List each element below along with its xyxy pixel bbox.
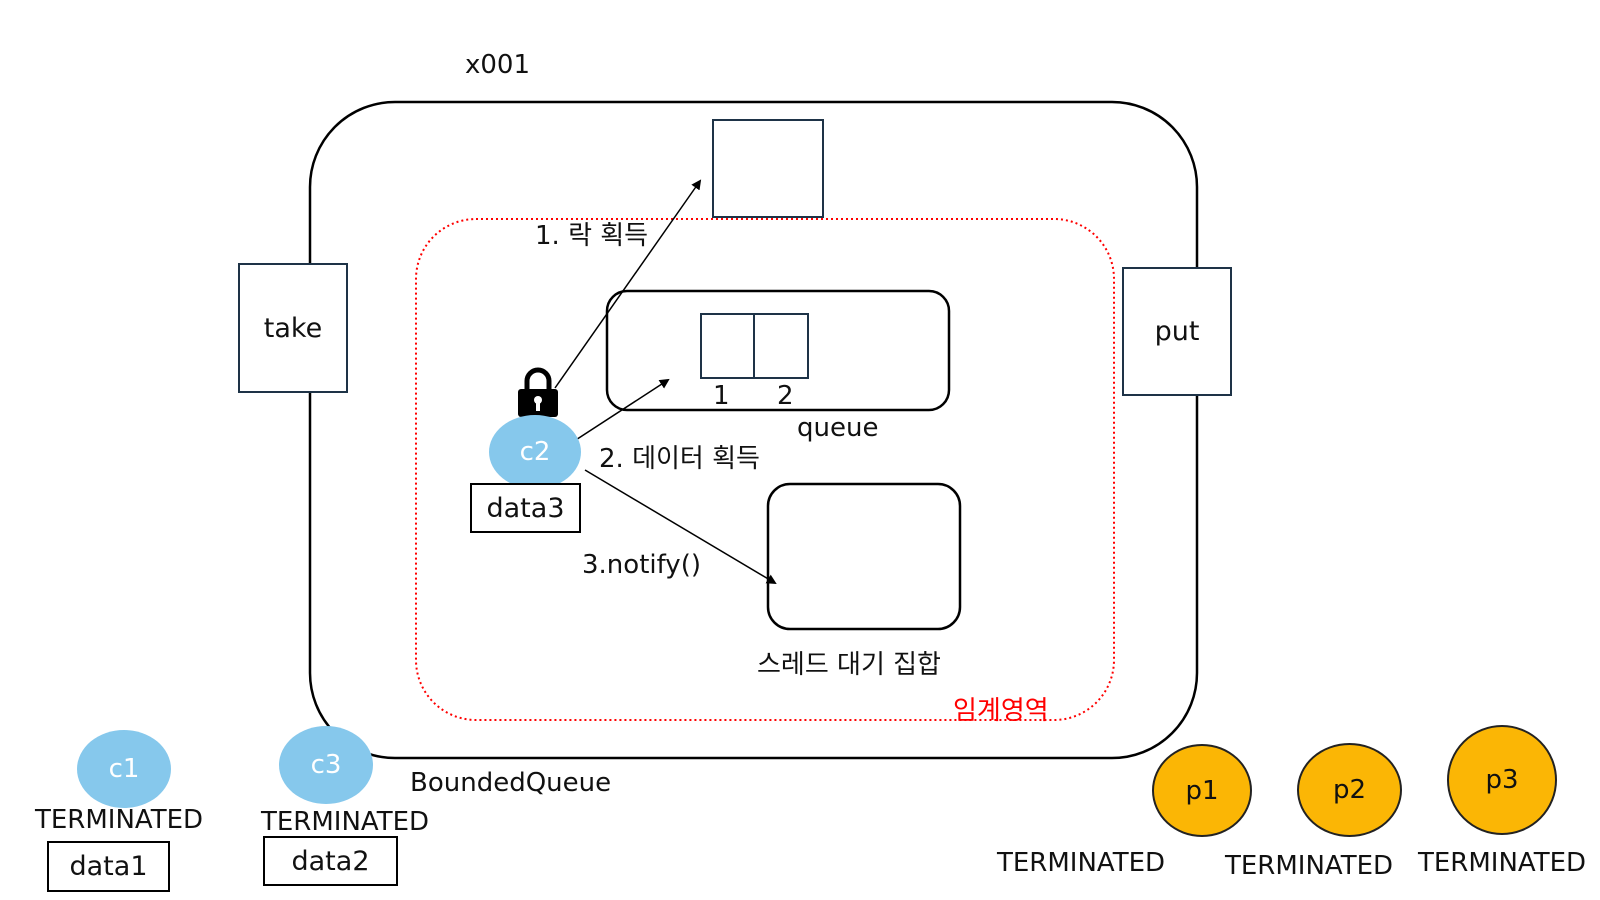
thread-p2-state: TERMINATED <box>1225 851 1394 881</box>
object-id-label: x001 <box>465 50 531 80</box>
critical-section-boundary <box>415 218 1115 721</box>
thread-c2-data-box: data3 <box>470 483 581 533</box>
thread-p1-state: TERMINATED <box>997 848 1166 878</box>
step-data-label: 2. 데이터 획득 <box>599 444 760 474</box>
thread-c2: c2 <box>489 415 581 489</box>
step-notify-label: 3.notify() <box>582 550 701 580</box>
lock-box <box>712 119 824 218</box>
critical-section-label: 임계영역 <box>953 696 1049 726</box>
arrow-lock-acquire <box>554 179 702 389</box>
queue-slot-2-label: 2 <box>777 381 794 411</box>
arrow-notify <box>584 469 777 585</box>
arrow-data-acquire <box>564 378 670 448</box>
queue-label: queue <box>797 413 879 443</box>
put-method-box: put <box>1122 267 1232 396</box>
thread-c3-data-box: data2 <box>263 836 398 886</box>
queue-slot-1-label: 1 <box>713 381 730 411</box>
queue-slot-2 <box>753 313 809 379</box>
queue-slot-1 <box>700 313 755 379</box>
bounded-queue-object-frame <box>308 100 1199 760</box>
lock-icon <box>518 367 558 417</box>
thread-c1: c1 <box>77 730 171 808</box>
wait-set-container <box>766 482 962 631</box>
take-method-box: take <box>238 263 348 393</box>
thread-p3-state: TERMINATED <box>1418 848 1587 878</box>
thread-p1: p1 <box>1152 744 1252 837</box>
thread-p3: p3 <box>1447 725 1557 835</box>
thread-c1-state: TERMINATED <box>35 805 204 835</box>
thread-c1-data-box: data1 <box>47 841 170 892</box>
thread-c3: c3 <box>279 726 373 804</box>
thread-c3-state: TERMINATED <box>261 807 430 837</box>
class-name-label: BoundedQueue <box>410 768 612 798</box>
wait-set-label: 스레드 대기 집합 <box>757 650 941 680</box>
step-lock-label: 1. 락 획득 <box>535 221 649 251</box>
thread-p2: p2 <box>1297 743 1402 837</box>
